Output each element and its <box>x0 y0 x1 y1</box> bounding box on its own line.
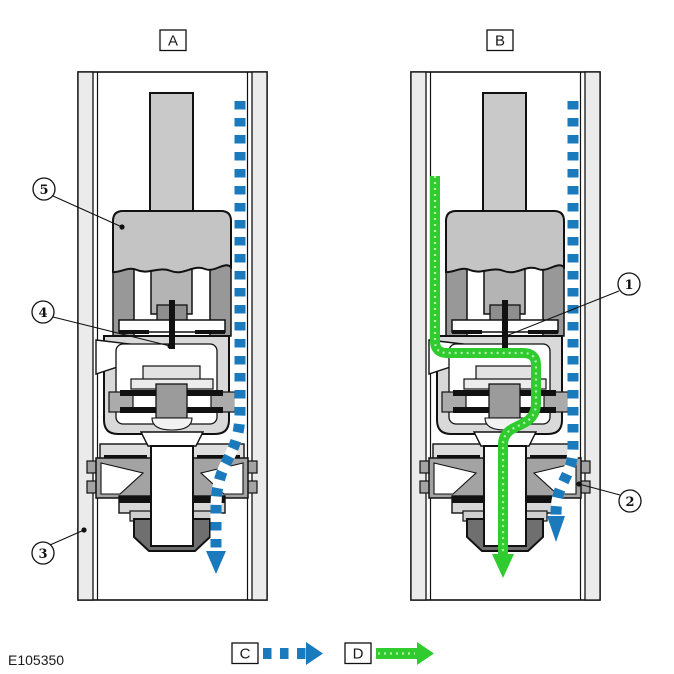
legend-d-box <box>344 642 372 665</box>
panel-label-a-text: A <box>168 33 178 50</box>
callout-2-leader <box>578 483 621 496</box>
legend-item-c: C <box>231 642 323 665</box>
flow-path-blue-a <box>206 101 246 574</box>
legend-c-text: C <box>240 646 251 663</box>
flow-blue-a-dashes <box>210 101 246 553</box>
callout-4-number: 4 <box>38 306 47 321</box>
panel-label-b: B <box>486 29 514 52</box>
legend-c-arrowhead-icon <box>306 642 323 665</box>
callout-4-leader <box>52 316 171 347</box>
flow-blue-b-dashes <box>550 101 579 519</box>
callout-1-leader <box>505 290 620 337</box>
flow-green-b-line <box>430 176 541 556</box>
flow-path-blue-b <box>547 101 579 542</box>
callout-3-leader <box>49 529 85 546</box>
callout-5: 5 <box>32 177 125 230</box>
callout-4-circle <box>31 300 55 324</box>
figure-code: E105350 <box>8 652 64 668</box>
panel-label-a: A <box>159 29 187 52</box>
callout-4-dot <box>167 343 173 349</box>
callout-3-number: 3 <box>38 547 47 562</box>
callout-5-leader <box>52 195 123 228</box>
callout-3-circle <box>31 541 55 565</box>
callout-3-dot <box>81 527 87 533</box>
panel-label-b-box <box>486 29 514 52</box>
legend-c-box <box>231 642 259 665</box>
callout-2: 2 <box>576 481 642 513</box>
callout-5-circle <box>32 177 56 201</box>
callout-1-number: 1 <box>624 278 633 293</box>
callout-1-dot <box>503 333 509 339</box>
flow-blue-a-arrowhead-icon <box>206 551 226 574</box>
legend-d-arrowhead-icon <box>417 642 434 665</box>
callout-2-circle <box>618 489 642 513</box>
callout-2-dot <box>576 481 582 487</box>
legend-d-text: D <box>353 646 364 663</box>
panel-label-a-box <box>159 29 187 52</box>
legend: C D <box>231 642 434 665</box>
panel-label-b-text: B <box>495 33 505 50</box>
flow-blue-b-arrowhead-icon <box>547 516 565 542</box>
callout-4: 4 <box>31 300 173 349</box>
flow-path-green-b <box>430 176 541 578</box>
flow-green-b-arrowhead-icon <box>492 554 514 578</box>
callout-1-circle <box>617 272 641 296</box>
callout-3: 3 <box>31 527 87 565</box>
callout-2-number: 2 <box>625 495 634 510</box>
legend-item-d: D <box>344 642 434 665</box>
callout-1: 1 <box>503 272 641 339</box>
callout-5-number: 5 <box>39 183 48 198</box>
callout-5-dot <box>119 224 125 230</box>
